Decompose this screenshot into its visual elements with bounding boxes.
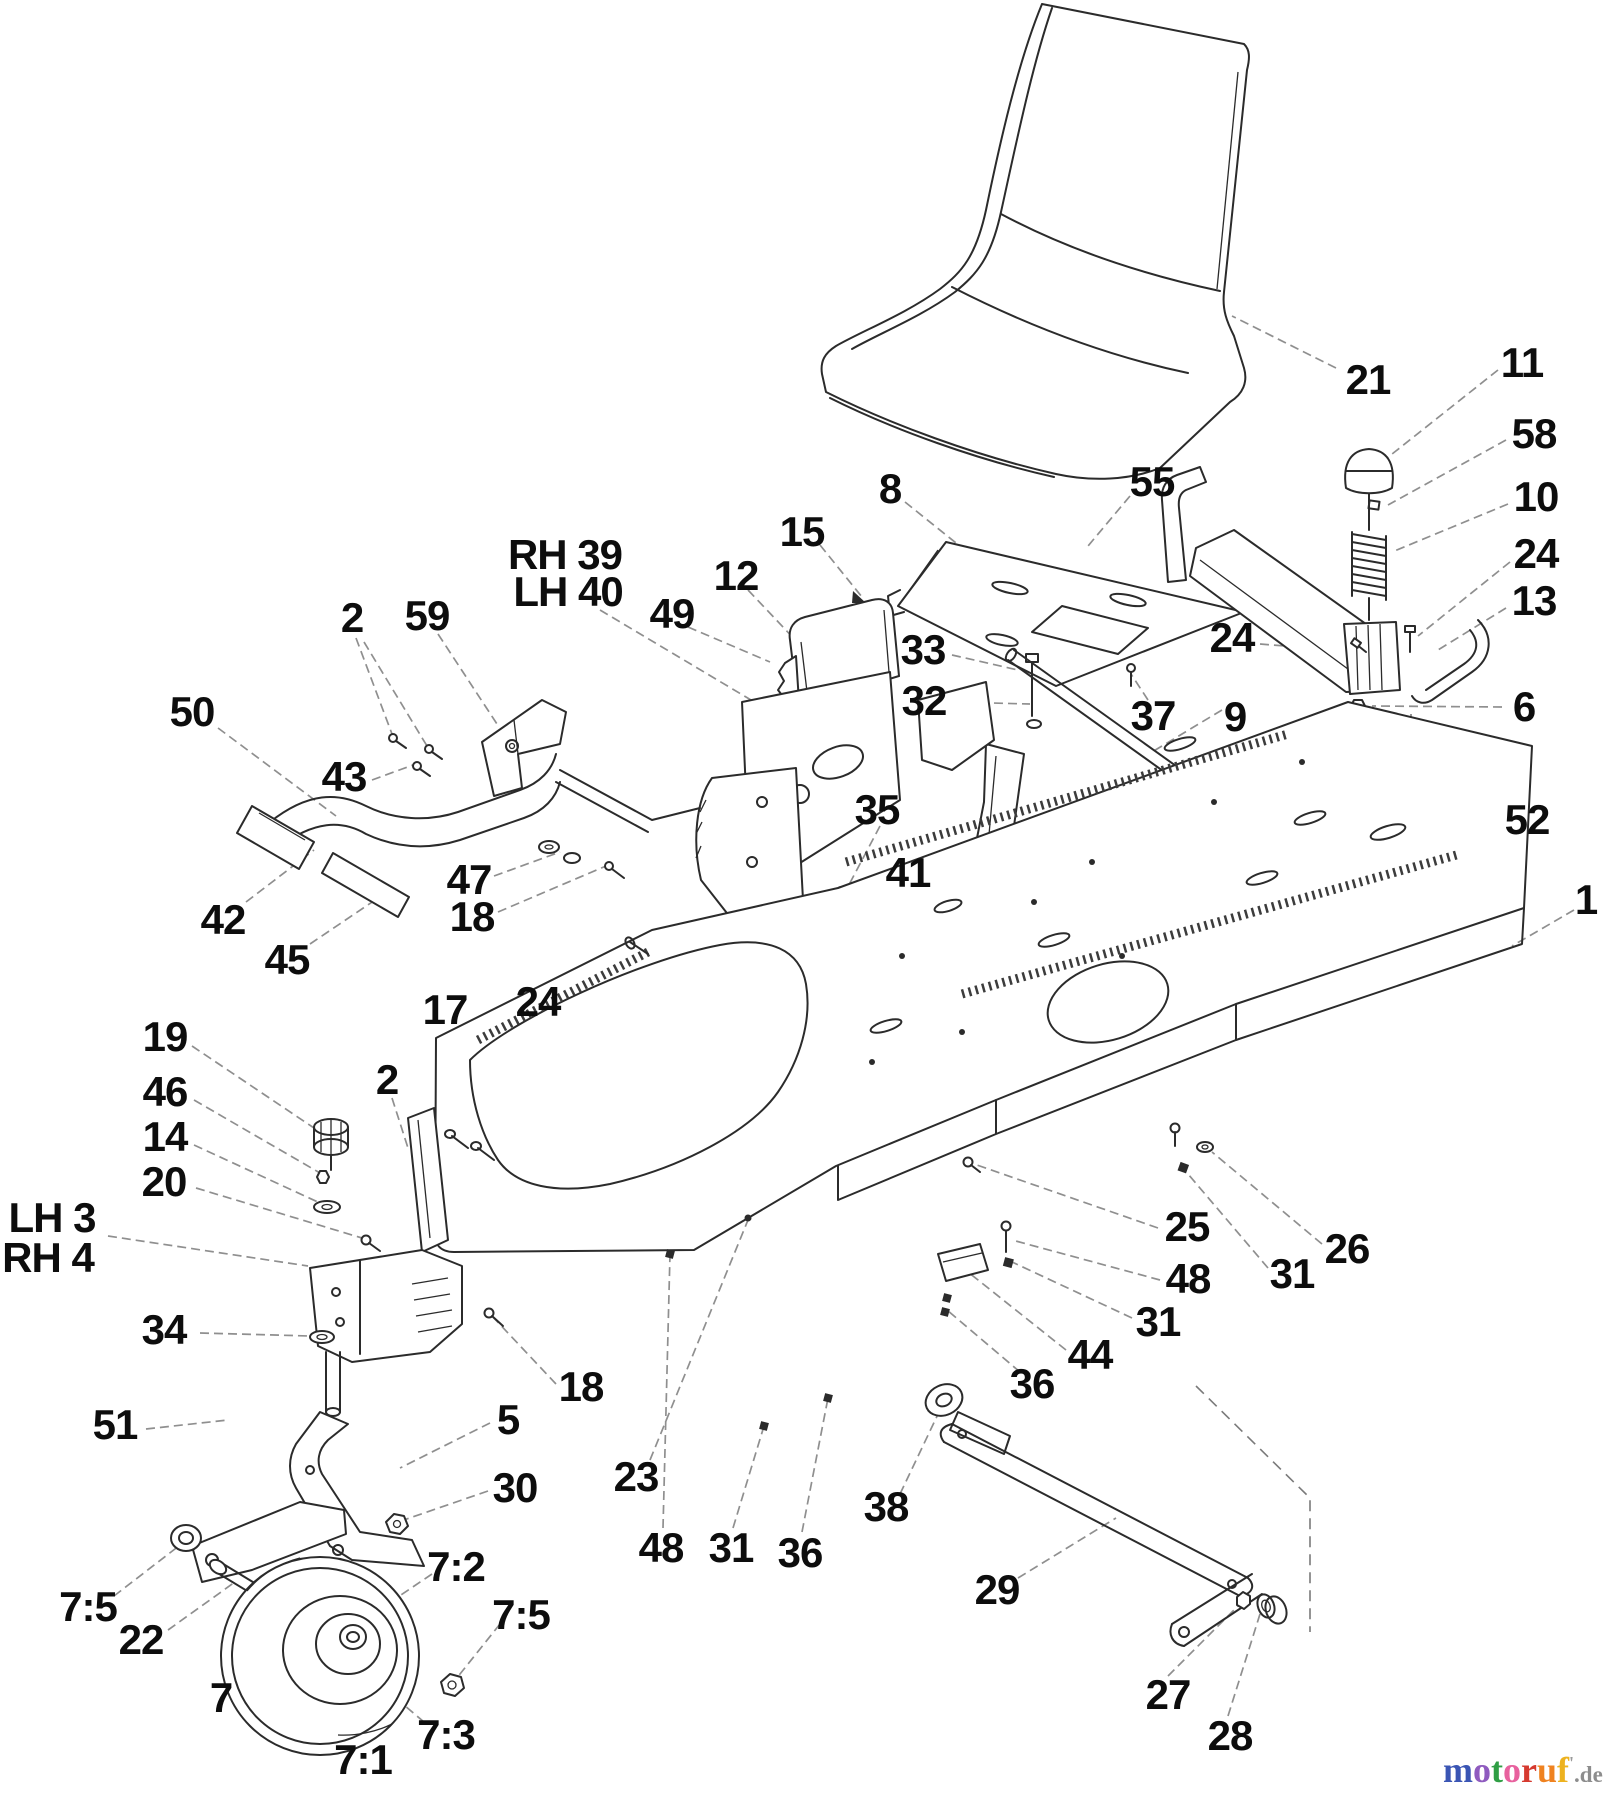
callout-label: RH 4 (2, 1234, 95, 1281)
footrest-opening (469, 941, 809, 1190)
callout-label: 1 (1574, 876, 1598, 923)
bracket-59 (481, 699, 567, 797)
callout-label: 37 (1130, 692, 1177, 739)
pedal-assembly (236, 699, 701, 918)
motoruf-logo: motoruf'.de (1443, 1752, 1603, 1788)
seat (820, 3, 1250, 480)
bracket-44 (937, 1243, 989, 1282)
callout-label: 43 (321, 753, 368, 800)
callout-label: 24 (1209, 614, 1256, 661)
callout-label: 20 (141, 1158, 188, 1205)
callout-label: 49 (649, 590, 696, 637)
callout-label: 7:5 (59, 1583, 118, 1630)
seat-spring-assembly (1189, 448, 1490, 945)
callout-label: 51 (92, 1401, 139, 1448)
callout-label: 31 (1135, 1298, 1182, 1345)
callout-label: 27 (1145, 1671, 1192, 1718)
slot-52 (1369, 823, 1407, 841)
callout-label: 13 (1511, 577, 1558, 624)
callout-label: 42 (200, 896, 247, 943)
rear-linkage (924, 1383, 1311, 1647)
callout-label: 36 (777, 1529, 824, 1576)
callout-label: 31 (1269, 1250, 1316, 1297)
callout-label: 47 (446, 856, 493, 903)
callout-label: 25 (1164, 1203, 1211, 1250)
callout-label: 38 (863, 1483, 910, 1530)
callout-label: 18 (558, 1363, 605, 1410)
logo-word: motoruf (1443, 1750, 1569, 1790)
callout-label: 26 (1324, 1225, 1371, 1272)
callout-label: LH 40 (513, 568, 623, 615)
callout-label: 33 (900, 626, 947, 673)
callout-label: 48 (638, 1524, 685, 1571)
callout-label: 29 (974, 1566, 1021, 1613)
callout-label: 9 (1223, 693, 1247, 740)
callout-label: 21 (1345, 356, 1392, 403)
callout-label: 48 (1165, 1255, 1212, 1302)
callout-label: 11 (1500, 339, 1544, 386)
callout-label: 52 (1504, 796, 1551, 843)
callout-label: 46 (142, 1068, 189, 1115)
logo-letter: o (1503, 1750, 1521, 1790)
seat-mount-plate (852, 466, 1245, 687)
callout-label: 31 (708, 1524, 755, 1571)
callout-label: 7 (209, 1674, 233, 1721)
pedal-pad (236, 805, 315, 870)
logo-letter: f (1557, 1750, 1570, 1790)
caster-arm (191, 1501, 347, 1583)
callout-label: 18 (449, 893, 496, 940)
callout-label: 7:1 (334, 1736, 393, 1783)
caster-mount-bracket (309, 1249, 463, 1363)
callout-label: 15 (779, 508, 826, 555)
callout-label: 44 (1067, 1331, 1114, 1378)
callout-label: 36 (1009, 1360, 1056, 1407)
callout-label: 35 (854, 786, 901, 833)
seat-hook-bracket (1160, 466, 1207, 583)
callout-label: 22 (118, 1616, 165, 1663)
callout-label: 55 (1129, 458, 1176, 505)
callout-label: 24 (515, 978, 562, 1025)
callout-label: 19 (142, 1013, 189, 1060)
callout-label: 6 (1512, 683, 1536, 730)
callout-label: 45 (264, 936, 311, 983)
rod (1007, 649, 1191, 787)
callout-label: 30 (492, 1464, 539, 1511)
callout-label: 14 (142, 1113, 189, 1160)
callout-label: 7:5 (492, 1591, 551, 1638)
callout-label: 10 (1513, 473, 1560, 520)
main-frame (360, 701, 1533, 1431)
logo-letter: u (1536, 1750, 1558, 1790)
callout-label: 58 (1511, 410, 1558, 457)
caster-wheel-tire (220, 1556, 420, 1756)
logo-letter: r (1521, 1750, 1537, 1790)
callout-label: 12 (713, 552, 760, 599)
logo-suffix: .de (1574, 1762, 1603, 1787)
callout-label: 28 (1207, 1712, 1254, 1759)
callout-label: LH 3 (8, 1194, 96, 1241)
callout-label: RH 39 (507, 531, 623, 578)
pedal-strip (321, 852, 410, 918)
callout-label: 17 (422, 986, 469, 1033)
callout-label: 59 (404, 592, 451, 639)
callout-label: 5 (496, 1396, 520, 1443)
callout-label: 7:2 (427, 1543, 486, 1590)
caster-assembly (170, 1118, 465, 1756)
callout-label: 7:3 (417, 1711, 476, 1758)
logo-letter: m (1443, 1750, 1473, 1790)
logo-letter: t (1491, 1750, 1503, 1790)
callout-label: 50 (169, 688, 216, 735)
callout-label: 2 (375, 1056, 399, 1103)
callout-label: 41 (885, 849, 932, 896)
callout-label: 23 (613, 1453, 660, 1500)
logo-mark: ' (1569, 1753, 1575, 1773)
callout-label: 2 (340, 594, 364, 641)
callout-label: 24 (1513, 530, 1560, 577)
callout-label: 32 (901, 677, 948, 724)
logo-letter: o (1473, 1750, 1491, 1790)
callout-label: 8 (878, 465, 902, 512)
callout-label: 34 (141, 1306, 188, 1353)
